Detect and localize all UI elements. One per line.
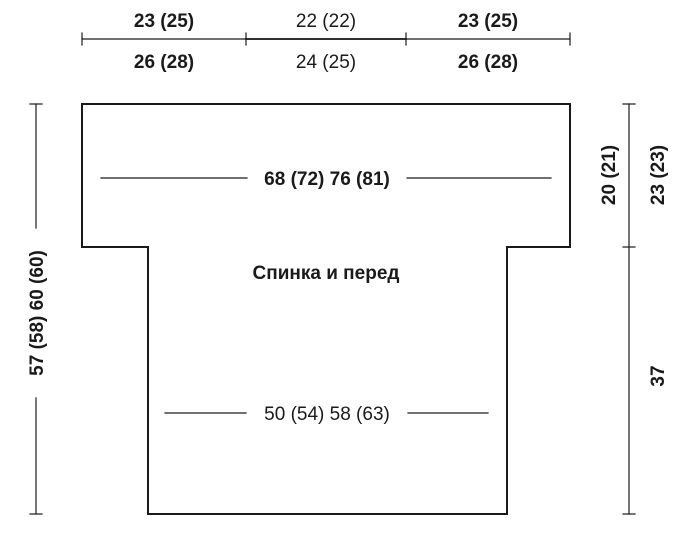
- sleeve-height-label-a: 20 (21): [599, 145, 620, 205]
- body-height-label: 37: [648, 365, 669, 386]
- top-dim-row1-mid: 22 (22): [296, 11, 356, 32]
- lower-width-label: 50 (54) 58 (63): [264, 404, 390, 425]
- left-height-label: 57 (58) 60 (60): [27, 250, 48, 376]
- upper-width-label: 68 (72) 76 (81): [264, 169, 390, 190]
- top-dim-row2-left: 26 (28): [134, 52, 194, 73]
- top-dim-row1-left: 23 (25): [134, 11, 194, 32]
- sleeve-height-label-b: 23 (23): [648, 145, 669, 205]
- piece-label: Спинка и перед: [253, 263, 400, 284]
- top-dim-row2-mid: 24 (25): [296, 52, 356, 73]
- top-dim-row2-right: 26 (28): [458, 52, 518, 73]
- top-dim-row1-right: 23 (25): [458, 11, 518, 32]
- garment-outline: [81, 103, 571, 515]
